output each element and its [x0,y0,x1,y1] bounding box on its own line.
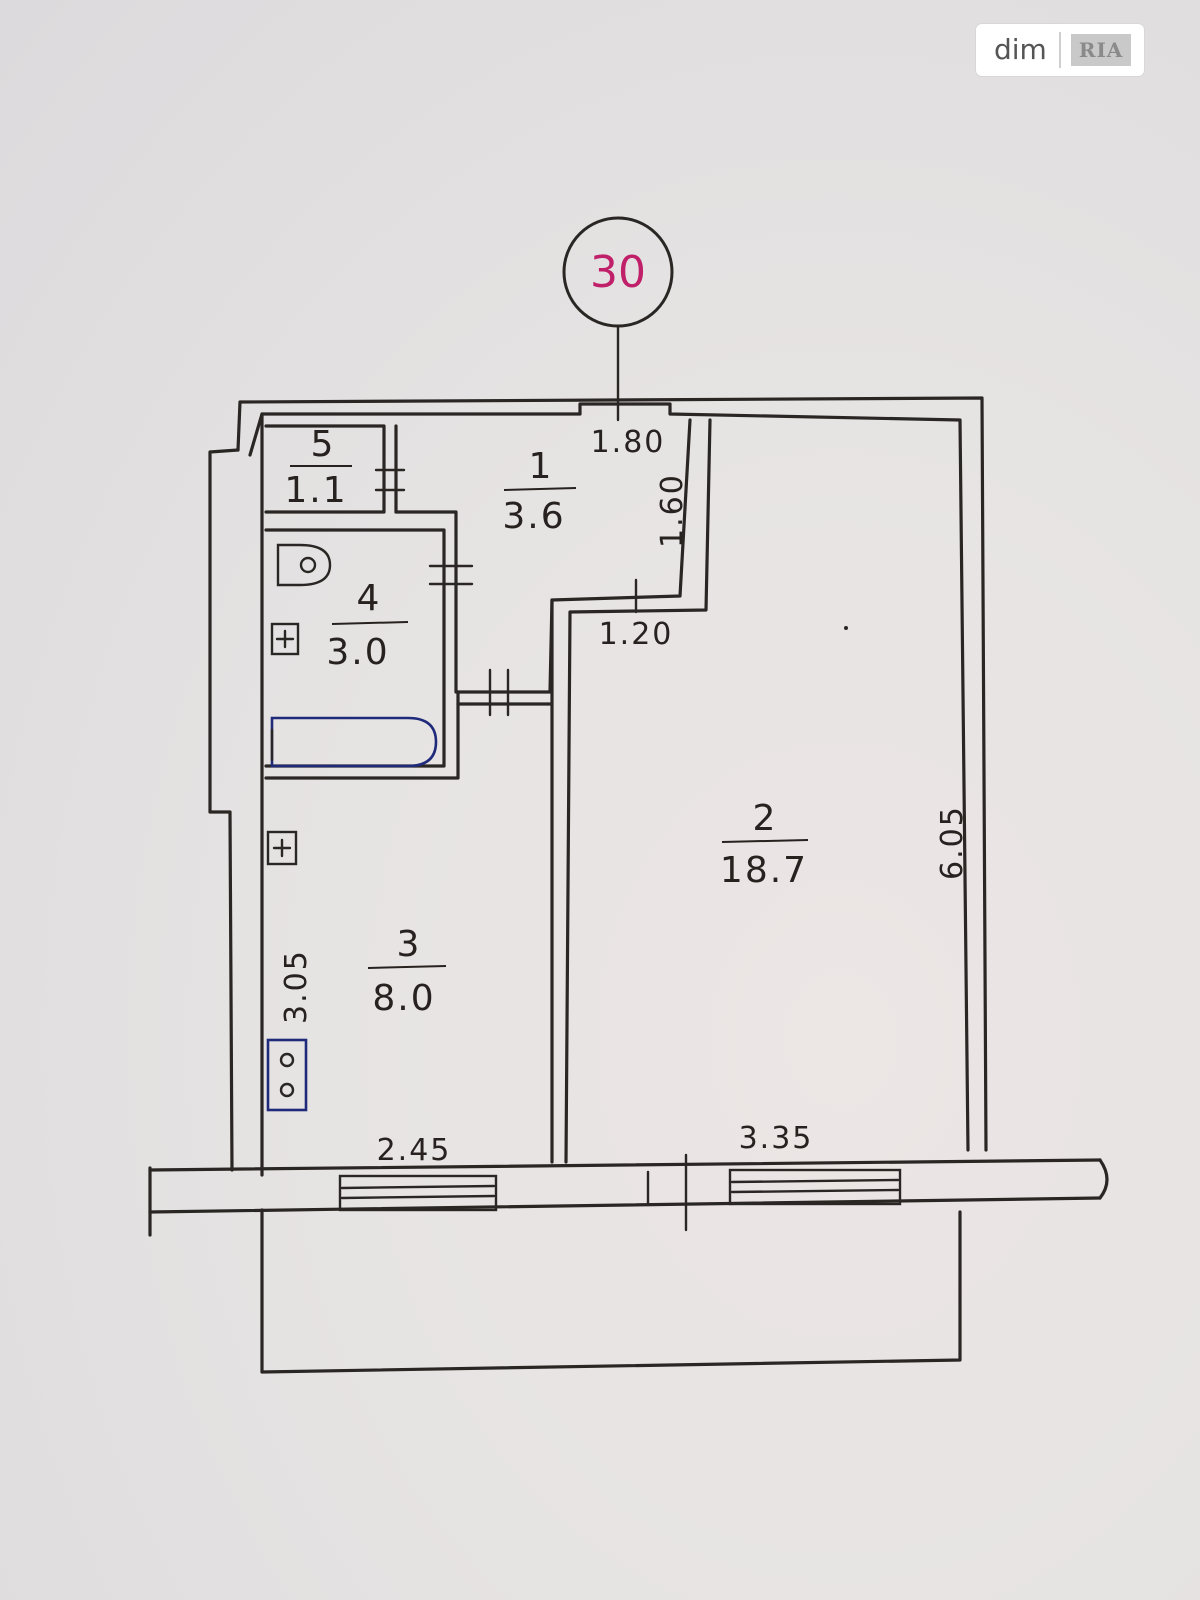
apartment-number-marker: 30 [562,216,674,422]
room-3-area: 8.0 [372,978,435,1019]
facade-wall-outer [148,1196,1102,1214]
living-room-width-dimension: 3.35 [739,1121,814,1156]
balcony-outline [260,1208,962,1374]
stove-burner-icon [279,1052,295,1068]
room-2-number: 2 [753,798,776,839]
hall-passage-dimension: 1.20 [599,617,674,652]
bathroom-outer-wall [264,690,460,780]
outer-walls [148,396,1109,1237]
room-3-number: 3 [397,924,420,965]
living-room-length-dimension: 6.05 [935,805,970,880]
dim-ria-watermark-logo: dim RIA [976,24,1144,76]
kitchen-window [338,1174,498,1212]
bathtub-icon [270,716,438,768]
room-1-area: 3.6 [502,496,565,537]
room-5-number: 5 [311,424,334,465]
apartment-number-label: 30 [590,247,646,298]
stove-icon [266,1038,308,1112]
kitchen-window-pane-line [340,1184,496,1190]
room-3-fraction-bar [367,965,447,969]
room-2-area: 18.7 [720,850,808,891]
pencil-dot [844,626,848,630]
room-2-fraction-bar [721,839,809,843]
hall-width-dimension: 1.80 [591,425,666,460]
watermark-brand-left: dim [976,32,1061,68]
living-room-window [728,1168,902,1206]
living-room-left-wall [564,418,712,1164]
kitchen-length-dimension: 3.05 [279,949,314,1024]
room-4-number: 4 [357,578,380,619]
facade-wall-right-end [1098,1158,1109,1200]
interior-partitions [264,418,712,1164]
toilet-icon [276,543,332,587]
inner-wall-top-right [248,402,970,1152]
hall-walls [394,418,692,694]
bathroom-sink-icon [270,622,300,656]
room-5-area: 1.1 [284,470,347,511]
dimension-labels: 1.80 1.60 1.20 6.05 3.35 3.05 2.45 [279,425,970,1168]
hall-depth-dimension: 1.60 [655,473,690,548]
room-labels: 5 1.1 1 3.6 4 3.0 2 18.7 3 8.0 [284,424,809,1019]
outer-wall-top-right [236,396,988,1152]
room-4-fraction-bar [331,621,409,625]
outer-wall-left [208,448,240,1172]
toilet-bowl-icon [299,556,317,574]
room-1-number: 1 [529,446,552,487]
kitchen-sink-icon [266,830,298,866]
facade-wall-inner [148,1158,1102,1172]
living-room-window-pane-line [730,1188,900,1194]
kitchen-width-dimension: 2.45 [377,1133,452,1168]
watermark-brand-right: RIA [1070,34,1132,66]
living-room-window-pane-line [730,1178,900,1184]
room-4-area: 3.0 [326,632,389,673]
room-1-fraction-bar [503,487,577,491]
windows [338,1153,902,1232]
kitchen-window-pane-line [340,1194,496,1200]
stove-burner-icon [279,1082,295,1098]
fixtures [266,543,438,1112]
